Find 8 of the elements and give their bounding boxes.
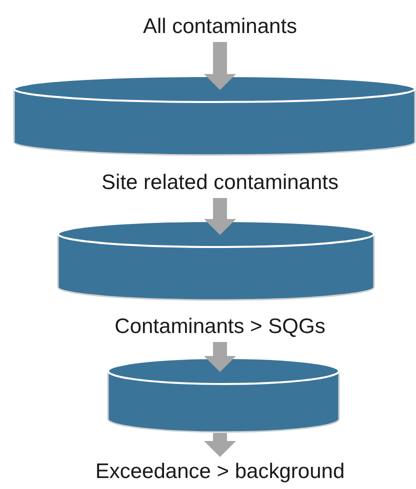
stage-label: All contaminants (120, 12, 320, 42)
arrow (204, 42, 236, 90)
arrow (204, 433, 236, 457)
stage-label: Contaminants > SQGs (85, 312, 355, 342)
arrow (204, 198, 236, 235)
stage-label: Exceedance > background (70, 457, 370, 487)
stage-label: Site related contaminants (60, 168, 380, 198)
arrow (204, 342, 236, 372)
